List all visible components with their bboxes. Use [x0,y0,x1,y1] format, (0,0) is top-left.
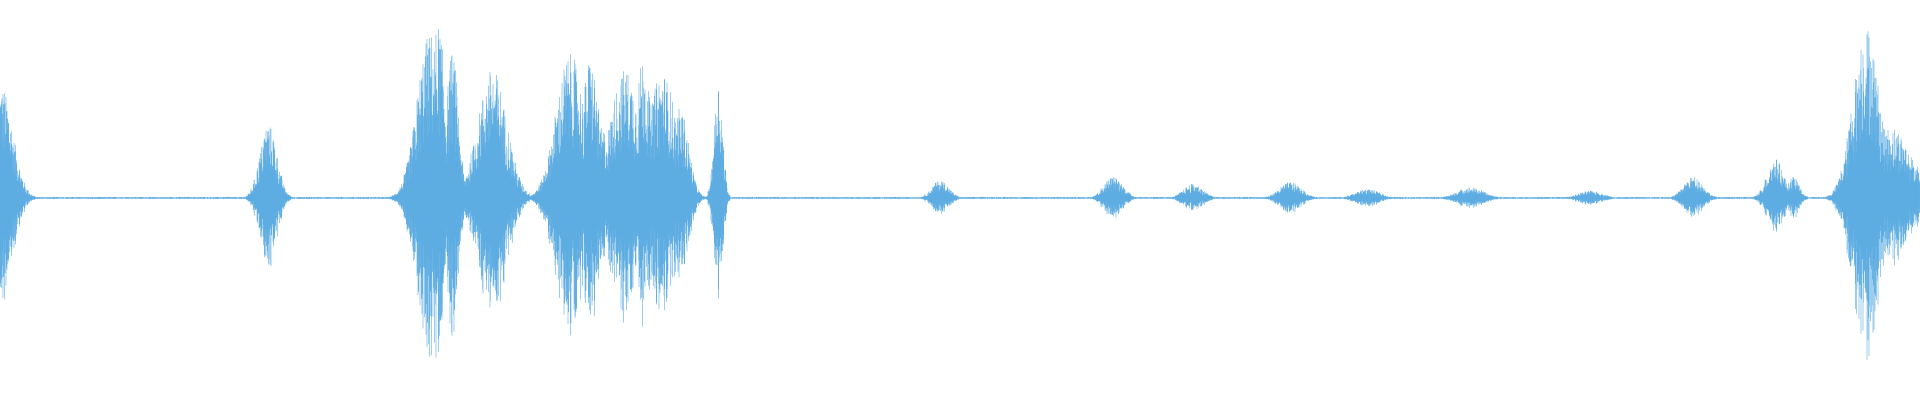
waveform-path [0,29,1920,360]
